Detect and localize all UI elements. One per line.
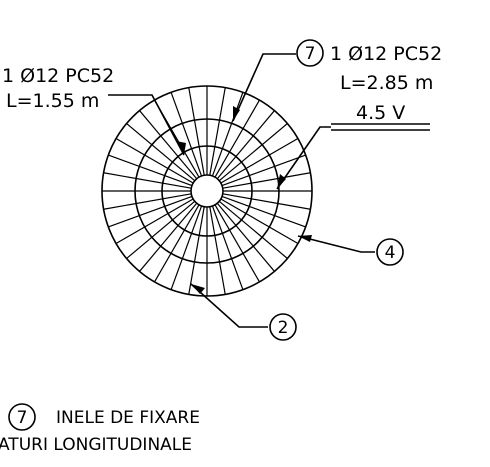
radial-bar bbox=[211, 205, 244, 290]
leader-2 bbox=[190, 283, 268, 328]
radial-bar bbox=[115, 137, 194, 184]
radial-bar bbox=[108, 154, 193, 187]
radial-bar bbox=[218, 123, 288, 182]
callout-4-label: 4 bbox=[385, 243, 396, 263]
radial-bar bbox=[220, 137, 299, 184]
legend-marker-circle bbox=[8, 403, 36, 431]
rebar-right-line3: 4.5 V bbox=[356, 102, 405, 124]
leader-7 bbox=[232, 53, 296, 122]
leader-4 bbox=[297, 235, 375, 253]
radial-bar bbox=[188, 87, 205, 176]
radial-bar bbox=[108, 195, 193, 228]
center-ring bbox=[190, 174, 224, 208]
rebar-left-line1: 1 Ø12 PC52 bbox=[2, 65, 114, 87]
radial-bar bbox=[188, 206, 205, 295]
rebar-left-line2: L=1.55 m bbox=[6, 90, 99, 112]
legend-marker-label: 7 bbox=[17, 408, 28, 428]
radial-bar bbox=[209, 206, 226, 295]
radial-bar bbox=[103, 193, 192, 210]
radial-bar bbox=[211, 92, 244, 177]
callout-4-circle bbox=[376, 238, 404, 266]
radial-bar bbox=[126, 123, 196, 182]
radial-bar bbox=[221, 195, 306, 228]
marker-7-label: 7 bbox=[305, 44, 316, 64]
leader-left bbox=[108, 94, 186, 156]
rebar-right-line2: L=2.85 m bbox=[340, 72, 433, 94]
radial-bar bbox=[139, 202, 198, 272]
radial-bar bbox=[222, 172, 311, 189]
leader-45v bbox=[276, 123, 430, 190]
callout-2-label: 2 bbox=[278, 318, 289, 338]
radial-bar bbox=[139, 110, 198, 180]
marker-7-circle bbox=[296, 39, 324, 67]
radial-bar bbox=[216, 110, 275, 180]
radial-bar bbox=[216, 202, 275, 272]
callout-2-circle bbox=[269, 313, 297, 341]
radial-bar bbox=[170, 205, 203, 290]
radial-bar bbox=[214, 204, 261, 283]
radial-bar bbox=[218, 200, 288, 259]
rebar-right-line1: 1 Ø12 PC52 bbox=[330, 43, 442, 65]
radial-bar bbox=[170, 92, 203, 177]
radial-bar bbox=[153, 204, 200, 283]
radial-bar bbox=[103, 172, 192, 189]
radial-bar bbox=[222, 193, 311, 210]
radial-bars bbox=[102, 86, 312, 296]
radial-bar bbox=[209, 87, 226, 176]
radial-bar bbox=[220, 198, 299, 245]
radial-bar bbox=[214, 99, 261, 178]
legend-line1: INELE DE FIXARE bbox=[56, 408, 200, 428]
radial-bar bbox=[115, 198, 194, 245]
radial-bar bbox=[126, 200, 196, 259]
radial-bar bbox=[221, 154, 306, 187]
legend-line2: ATURI LONGITUDINALE bbox=[0, 435, 192, 455]
